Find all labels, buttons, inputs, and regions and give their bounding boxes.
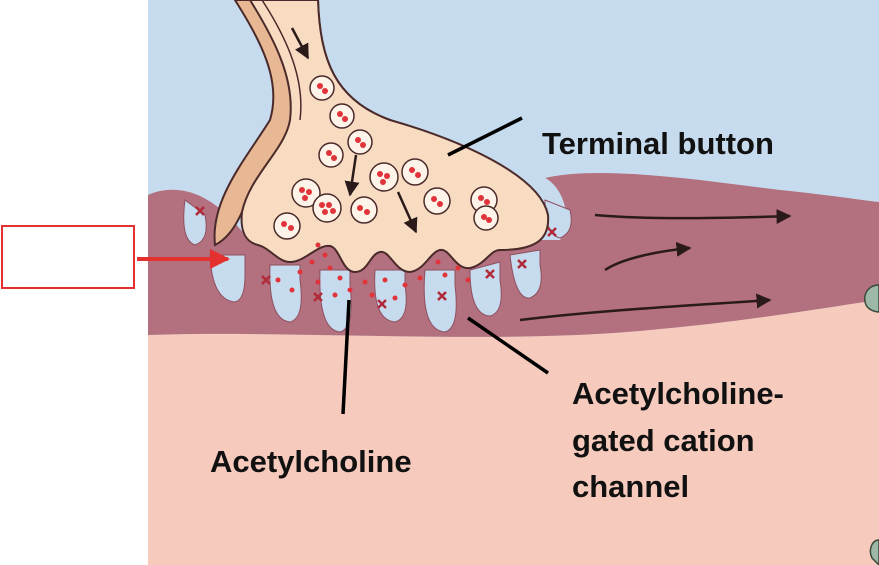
terminal-button-label: Terminal button — [542, 126, 774, 161]
channel-label-line-3: channel — [572, 469, 689, 504]
acetylcholine-receptors — [195, 206, 557, 309]
terminal-inner-membrane — [261, 0, 302, 121]
synaptic-vesicles — [273, 75, 499, 240]
flow-arrows — [290, 27, 792, 322]
adjacent-structure — [864, 284, 879, 313]
muscle-fiber — [148, 300, 879, 565]
acetylcholine-label: Acetylcholine — [210, 444, 412, 479]
channel-label-line-2: gated cation — [572, 423, 755, 458]
channel-label-line-1: Acetylcholine- — [572, 376, 784, 411]
vesicle-contents — [281, 83, 492, 231]
leader-lines — [341, 116, 549, 415]
junctional-folds — [183, 199, 572, 333]
acetylcholine-molecules — [275, 242, 471, 301]
blank-label-box[interactable] — [1, 225, 135, 289]
adjacent-structure-lower — [869, 539, 879, 565]
